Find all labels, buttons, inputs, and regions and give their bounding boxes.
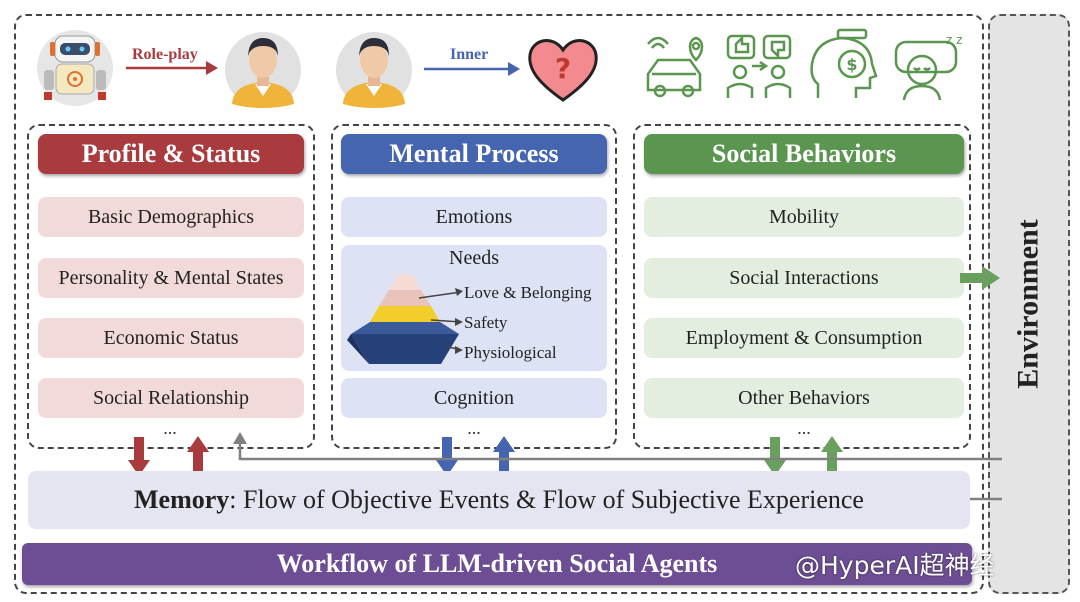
mental-down-arrow: [436, 437, 458, 476]
needs-level-safety: Safety: [464, 313, 508, 332]
profile-item-relationship: Social Relationship: [38, 378, 304, 418]
svg-text:z z: z z: [946, 33, 962, 47]
profile-item-demographics: Basic Demographics: [38, 197, 304, 237]
svg-text:$: $: [846, 55, 857, 74]
social-behaviors-header: Social Behaviors: [644, 134, 964, 174]
needs-pyramid: [347, 274, 463, 364]
profile-more: ...: [163, 418, 177, 438]
social-item-employment: Employment & Consumption: [644, 318, 964, 358]
profile-status-header: Profile & Status: [38, 134, 304, 174]
agent-frame: [14, 14, 984, 594]
profile-up-arrow: [187, 436, 209, 476]
environment-feedback-arrow: [233, 432, 1002, 461]
heart-question-icon: ?: [528, 39, 598, 102]
needs-level-physiological: Physiological: [464, 343, 557, 362]
memory-bar: Memory: Flow of Objective Events & Flow …: [28, 471, 970, 529]
social-to-environment-arrow: [960, 266, 1000, 290]
social-item-mobility: Mobility: [644, 197, 964, 237]
mental-item-cognition: Cognition: [341, 378, 607, 418]
watermark: @HyperAI超神经: [795, 551, 995, 580]
mental-item-emotions: Emotions: [341, 197, 607, 237]
top-icons: ? $ z z: [37, 28, 962, 108]
svg-text:?: ?: [555, 52, 571, 85]
workflow-title: Workflow of LLM-driven Social Agents: [22, 543, 972, 585]
social-item-interactions: Social Interactions: [644, 258, 964, 298]
profile-item-personality: Personality & Mental States: [38, 258, 304, 298]
person-icon: [336, 32, 412, 108]
social-behaviors-column: [633, 124, 971, 449]
social-down-arrow: [764, 437, 786, 476]
thumbs-chat-icon: [726, 34, 792, 98]
car-location-icon: [646, 36, 704, 98]
profile-down-arrow: [128, 437, 150, 476]
social-more: ...: [797, 418, 811, 438]
roleplay-label: Role-play: [132, 46, 198, 63]
memory-bold-label: Memory: [134, 485, 230, 514]
social-up-arrow: [821, 436, 843, 476]
head-money-icon: $: [810, 28, 878, 98]
profile-status-column: [27, 124, 315, 449]
memory-description: : Flow of Objective Events & Flow of Sub…: [229, 485, 864, 514]
person-icon: [225, 32, 301, 108]
needs-title: Needs: [449, 247, 499, 269]
social-item-other: Other Behaviors: [644, 378, 964, 418]
mental-more: ...: [467, 418, 481, 438]
mental-process-header: Mental Process: [341, 134, 607, 174]
mental-up-arrow: [493, 436, 515, 476]
needs-level-love: Love & Belonging: [464, 283, 592, 302]
sleeping-person-icon: z z: [894, 33, 962, 101]
robot-icon: [37, 30, 113, 106]
profile-item-economic: Economic Status: [38, 318, 304, 358]
inner-label: Inner: [450, 46, 489, 63]
mental-process-column: [331, 124, 617, 449]
environment-panel: [988, 14, 1070, 594]
